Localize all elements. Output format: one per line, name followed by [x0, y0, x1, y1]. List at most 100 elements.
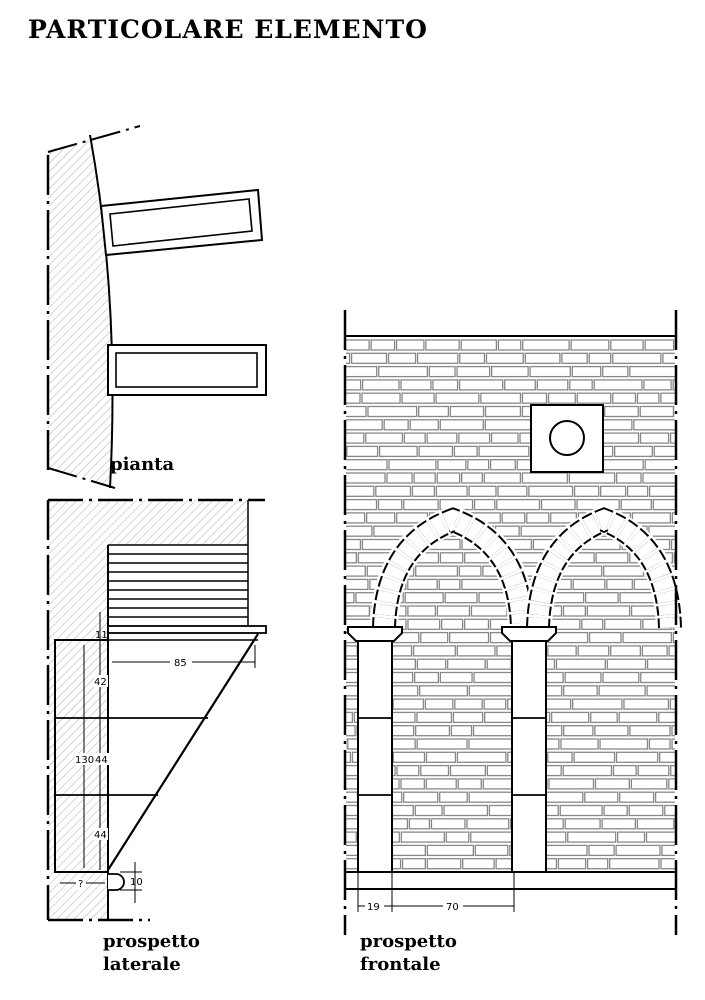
brick [557, 858, 587, 870]
brick [430, 818, 466, 830]
brick [458, 379, 504, 391]
brick [403, 498, 439, 511]
brick [601, 818, 637, 830]
brick [483, 698, 507, 710]
front-elevation: 19 70 prospetto frontale [343, 310, 684, 975]
brick [346, 578, 369, 591]
brick [626, 485, 649, 497]
brick [346, 605, 370, 617]
dim-pier: 19 [367, 902, 380, 913]
brick [630, 778, 668, 790]
brick [459, 352, 486, 364]
brick [584, 791, 619, 803]
brick [428, 365, 456, 378]
brick [550, 711, 590, 724]
brick [562, 764, 613, 777]
brick [594, 778, 630, 790]
brick [470, 605, 508, 617]
brick [346, 485, 375, 497]
brick [418, 445, 454, 458]
brick [420, 764, 450, 777]
dim-base-width: ? [78, 879, 83, 890]
brick [346, 685, 359, 697]
brick [658, 711, 675, 724]
brick [407, 618, 441, 630]
brick [416, 352, 459, 364]
brick [564, 818, 601, 830]
brick [604, 618, 642, 630]
brick [599, 738, 649, 750]
brick [646, 658, 675, 670]
brick [466, 818, 510, 830]
brick [593, 379, 643, 391]
brick [560, 738, 599, 750]
brick [504, 379, 536, 391]
brick [671, 725, 675, 737]
brick [414, 804, 443, 817]
brick [640, 671, 675, 684]
brick [392, 751, 426, 763]
beam-1 [99, 188, 264, 257]
brick [445, 831, 470, 843]
brick [346, 552, 358, 564]
brick [674, 339, 675, 351]
brick [401, 858, 426, 870]
brick [668, 778, 675, 790]
brick [484, 419, 532, 431]
brick [419, 685, 468, 697]
brick [615, 844, 661, 857]
brick [660, 858, 675, 870]
brick [346, 831, 357, 843]
brick [524, 352, 561, 364]
brick [654, 791, 675, 803]
brick [482, 778, 517, 790]
brick [497, 485, 528, 497]
brick [437, 459, 467, 471]
brick [567, 831, 617, 843]
dim-middle: 44 [95, 755, 108, 766]
brick [641, 645, 668, 657]
brick [643, 379, 672, 391]
brick [454, 698, 483, 710]
brick [346, 472, 386, 484]
brick [673, 552, 675, 564]
brick [346, 751, 352, 763]
brick [463, 618, 490, 630]
dim-projection: 85 [174, 658, 187, 669]
pier [357, 639, 393, 873]
brick [346, 379, 362, 391]
brick [378, 365, 429, 378]
brick [648, 738, 671, 750]
brick [420, 631, 449, 644]
brick [662, 352, 675, 364]
brick [526, 512, 550, 524]
brick [425, 339, 460, 351]
dim-upper: 42 [94, 677, 107, 688]
brick [456, 645, 496, 657]
brick [618, 711, 658, 724]
pier [511, 639, 547, 873]
brick [598, 685, 646, 697]
axis-line [47, 125, 141, 153]
brick [671, 738, 675, 750]
brick [613, 445, 653, 458]
brick [501, 512, 526, 524]
brick [670, 538, 675, 551]
brick [484, 405, 522, 418]
brick [674, 405, 675, 418]
brick [496, 498, 541, 511]
front-label-1: prospetto [360, 931, 457, 952]
brick [425, 751, 457, 763]
dim-opening: 70 [446, 902, 459, 913]
brick [602, 365, 629, 378]
brick [439, 791, 468, 803]
brick [610, 645, 642, 657]
brick [346, 432, 365, 444]
brick [600, 485, 627, 497]
brick [639, 405, 675, 418]
side-label-1: prospetto [103, 931, 200, 952]
brick [528, 485, 574, 497]
brick [346, 592, 355, 604]
brick [639, 432, 670, 444]
brick [603, 565, 645, 577]
